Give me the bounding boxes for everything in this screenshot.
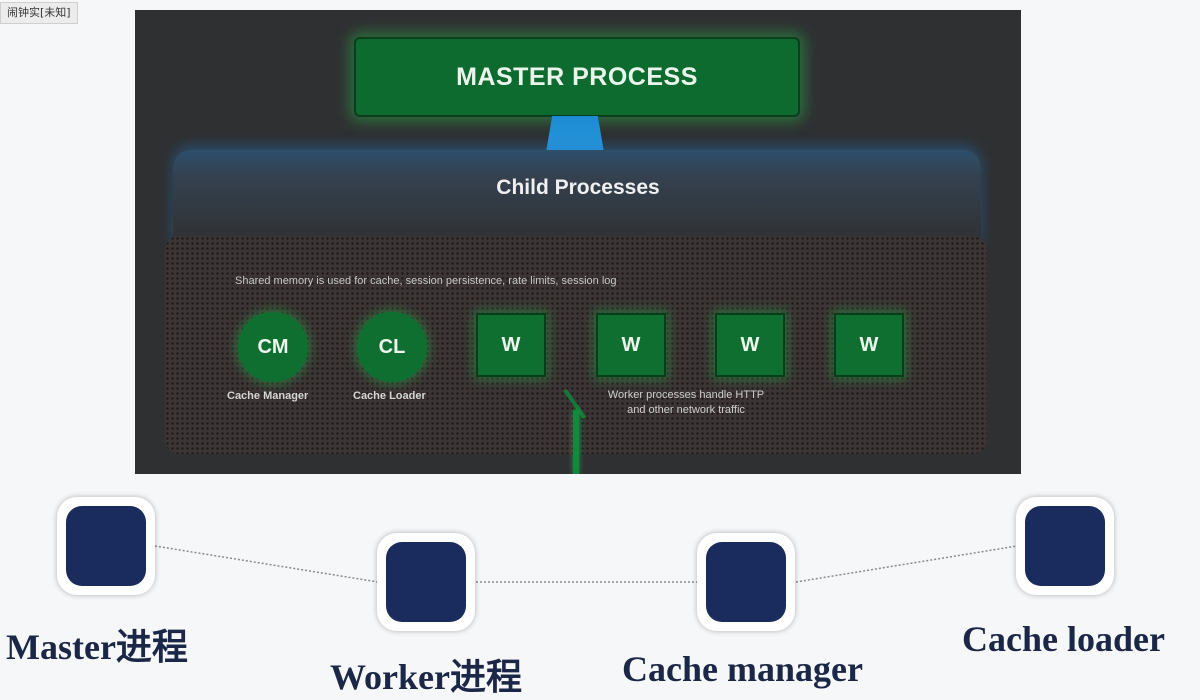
master-legend-label: Master进程: [6, 627, 188, 667]
worker-node-4: W: [834, 313, 904, 377]
worker-legend-node: [377, 533, 475, 631]
cache-loader-legend-label: Cache loader: [962, 619, 1165, 659]
cache-manager-label: Cache Manager: [227, 390, 309, 402]
corner-tag: 闹钟实[未知]: [0, 2, 78, 24]
cache-manager-legend-label: Cache manager: [622, 649, 863, 689]
worker-caption: Worker processes handle HTTP and other n…: [591, 388, 781, 418]
nginx-architecture-slide: MASTER PROCESS Child Processes Shared me…: [135, 10, 1021, 474]
worker-caption-line-1: Worker processes handle HTTP: [607, 389, 765, 401]
cache-manager-legend-node: [697, 533, 795, 631]
worker-legend-label: Worker进程: [330, 657, 522, 697]
child-processes-title: Child Processes: [496, 176, 660, 199]
worker-node-3: W: [715, 313, 785, 377]
legend-line-3: [795, 545, 1018, 583]
master-process-box: MASTER PROCESS: [354, 37, 800, 117]
cache-manager-node: CM: [238, 312, 308, 382]
legend-line-1: [154, 545, 379, 583]
worker-node-1: W: [476, 313, 546, 377]
shared-memory-caption: Shared memory is used for cache, session…: [235, 275, 617, 287]
master-legend-node: [57, 497, 155, 595]
traffic-line: [573, 410, 579, 474]
cache-loader-node: CL: [357, 312, 427, 382]
worker-caption-line-2: and other network traffic: [627, 404, 745, 416]
worker-node-2: W: [596, 313, 666, 377]
cache-loader-legend-node: [1016, 497, 1114, 595]
child-processes-band: [173, 150, 981, 246]
cache-loader-label: Cache Loader: [353, 390, 426, 402]
